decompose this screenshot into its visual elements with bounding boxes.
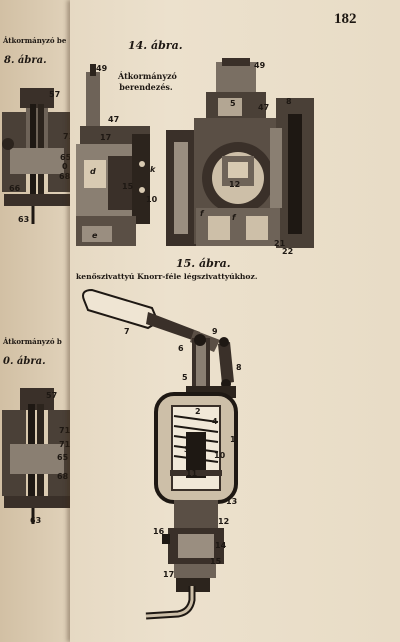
left-label-71: 71: [63, 132, 75, 141]
fig15-label-16: 16: [153, 527, 165, 536]
fig14-label-f2: f: [232, 213, 236, 222]
left-label-71c: 71: [59, 440, 71, 449]
left-label-71b: 71: [59, 426, 71, 435]
fig15-caption: kenőszivattyú Knorr-féle légszivattyúkho…: [76, 272, 258, 281]
left-label-0: 0: [62, 162, 68, 171]
fig14-right-valve-drawing: [166, 58, 314, 248]
fig14-left-section-drawing: [76, 64, 150, 246]
left-valve-drawing-top: [2, 88, 72, 224]
left-label-66: 66: [9, 184, 21, 193]
fig15-label-15: 15: [210, 557, 222, 566]
fig14-caption-line2: berendezés.: [119, 82, 173, 92]
fig14-label-d: d: [90, 167, 96, 176]
fig14-caption-line1: Átkormányzó: [118, 71, 177, 81]
fig14-title: 14. ábra.: [128, 39, 183, 52]
fig15-label-14: 14: [215, 541, 227, 550]
left-valve-drawing-bottom: [2, 388, 72, 524]
fig14-label-47a: 47: [108, 115, 120, 124]
left-label-65: 65: [60, 153, 72, 162]
fig15-label-5: 5: [182, 373, 188, 382]
fig15-label-6: 6: [178, 344, 184, 353]
left-label-65b: 65: [57, 453, 69, 462]
left-fig-title-top: 8. ábra.: [4, 55, 47, 66]
left-header-bottom: Átkormányzó b: [3, 337, 62, 346]
fig15-lubricator-pump-drawing: [82, 288, 238, 620]
left-label-68b: 68: [57, 472, 69, 481]
fig15-label-8: 8: [236, 363, 242, 372]
fig14-label-8: 8: [286, 97, 292, 106]
left-header-top: Átkormányzó be: [3, 36, 67, 45]
fig15-label-3: 3: [184, 445, 190, 454]
left-label-63: 63: [18, 215, 30, 224]
fig15-label-17: 17: [163, 570, 175, 579]
page-number: 182: [334, 11, 357, 27]
left-label-57: 57: [49, 90, 61, 99]
fig14-label-f1: f: [200, 209, 204, 218]
fig15-label-9: 9: [212, 327, 218, 336]
fig14-label-10: 10: [146, 195, 158, 204]
fig15-label-10: 10: [214, 451, 226, 460]
fig15-label-7: 7: [124, 327, 130, 336]
fig14-label-49b: 49: [254, 61, 266, 70]
fig15-title: 15. ábra.: [176, 257, 231, 270]
left-label-68: 68: [59, 172, 71, 181]
fig14-label-15: 15: [122, 182, 134, 191]
fig14-label-e: e: [92, 231, 98, 240]
left-label-63b: 63: [30, 516, 42, 525]
fig15-label-4: 4: [212, 417, 218, 426]
left-label-57b: 57: [46, 391, 58, 400]
fig14-label-17: 17: [100, 133, 112, 142]
fig15-label-2: 2: [195, 407, 201, 416]
fig15-label-1: 1: [230, 435, 236, 444]
fig14-label-47b: 47: [258, 103, 270, 112]
fig15-label-12: 12: [218, 517, 230, 526]
fig14-label-49a: 49: [96, 64, 108, 73]
fig14-label-12: 12: [229, 180, 241, 189]
fig14-label-21: 21: [274, 239, 286, 248]
fig15-label-11: 11: [186, 469, 198, 478]
fig14-label-5: 5: [230, 99, 236, 108]
fig14-label-k: k: [150, 165, 156, 174]
fig15-label-13: 13: [226, 497, 238, 506]
fig14-label-22: 22: [282, 247, 294, 256]
left-fig-title-bottom: 0. ábra.: [3, 356, 46, 367]
